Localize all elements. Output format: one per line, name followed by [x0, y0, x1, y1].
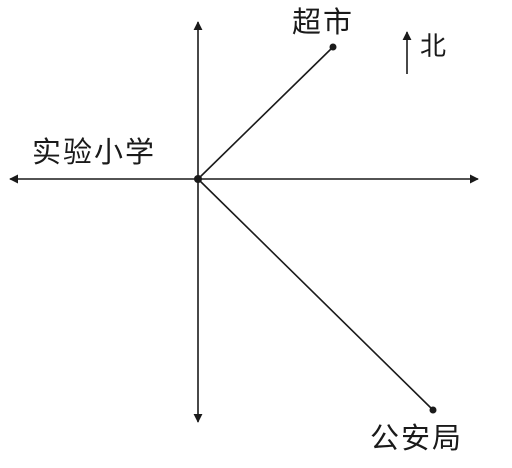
police-point [429, 406, 437, 414]
origin-label: 实验小学 [32, 135, 157, 169]
segment-to-police [197, 178, 434, 411]
police-label: 公安局 [370, 421, 464, 455]
segment-to-market [197, 46, 334, 180]
market-point [329, 43, 337, 51]
market-label: 超市 [292, 5, 355, 39]
origin-point [194, 175, 202, 183]
north-label: 北 [420, 32, 449, 62]
